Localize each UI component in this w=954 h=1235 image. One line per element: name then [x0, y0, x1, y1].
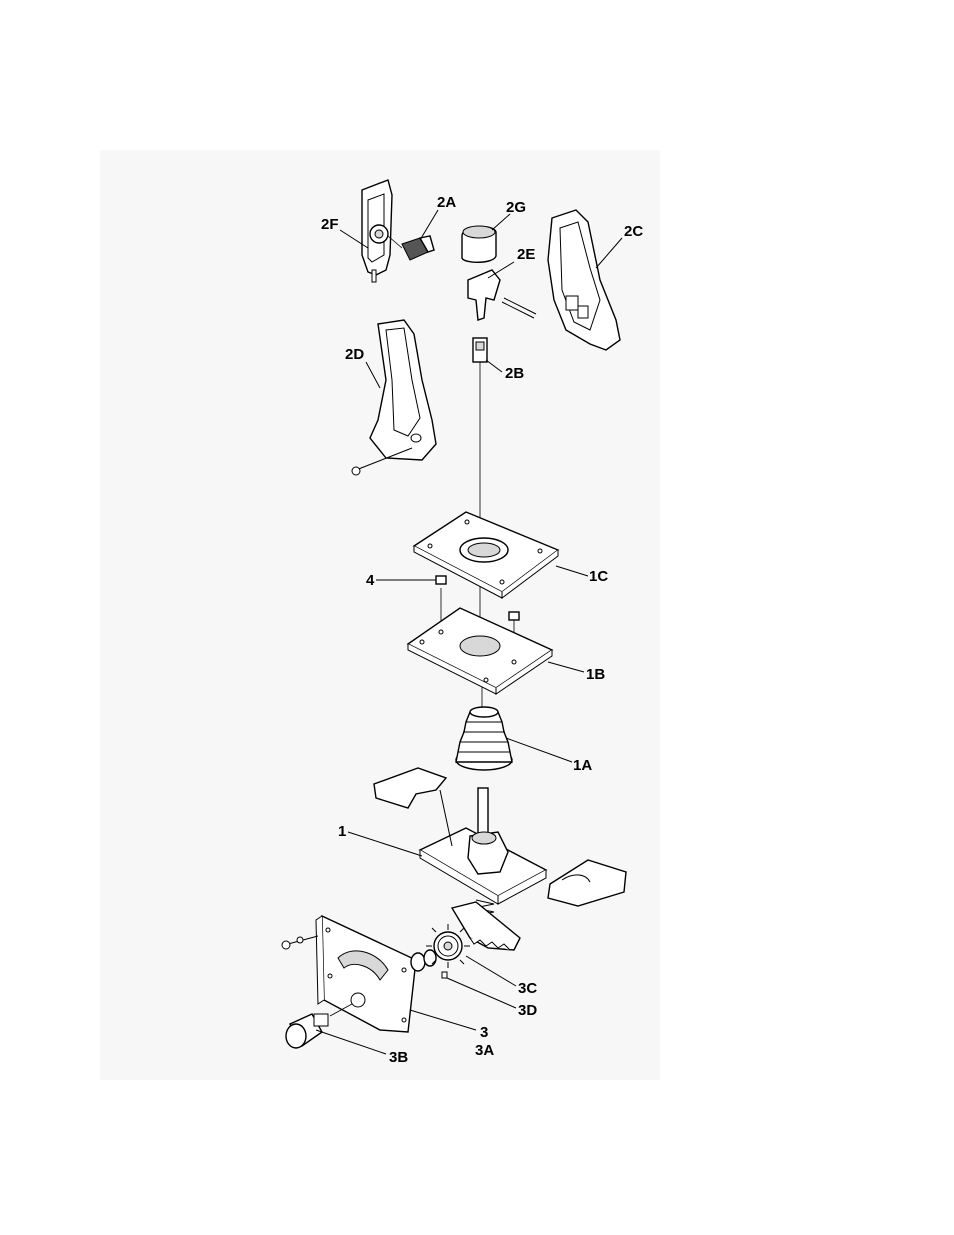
callout-3B: 3B: [389, 1049, 408, 1066]
callout-3D: 3D: [518, 1002, 537, 1019]
callout-1B: 1B: [586, 666, 605, 683]
callout-3A: 3A: [475, 1042, 494, 1059]
part-2G-cap: [462, 226, 496, 262]
callout-1: 1: [338, 823, 346, 840]
callout-3C: 3C: [518, 980, 537, 997]
callout-2C: 2C: [624, 223, 643, 240]
callout-4: 4: [366, 572, 375, 589]
callout-2B: 2B: [505, 365, 524, 382]
callout-2F: 2F: [321, 216, 339, 233]
part-3D-set-screw: [442, 972, 447, 978]
callout-1C: 1C: [589, 568, 608, 585]
callout-1A: 1A: [573, 757, 592, 774]
callout-2A: 2A: [437, 194, 456, 211]
callout-3: 3: [480, 1024, 488, 1041]
part-2B-switch: [473, 338, 487, 362]
callout-2D: 2D: [345, 346, 364, 363]
callout-2G: 2G: [506, 199, 526, 216]
part-2F-switch-housing: [362, 180, 392, 282]
callout-2E: 2E: [517, 246, 535, 263]
